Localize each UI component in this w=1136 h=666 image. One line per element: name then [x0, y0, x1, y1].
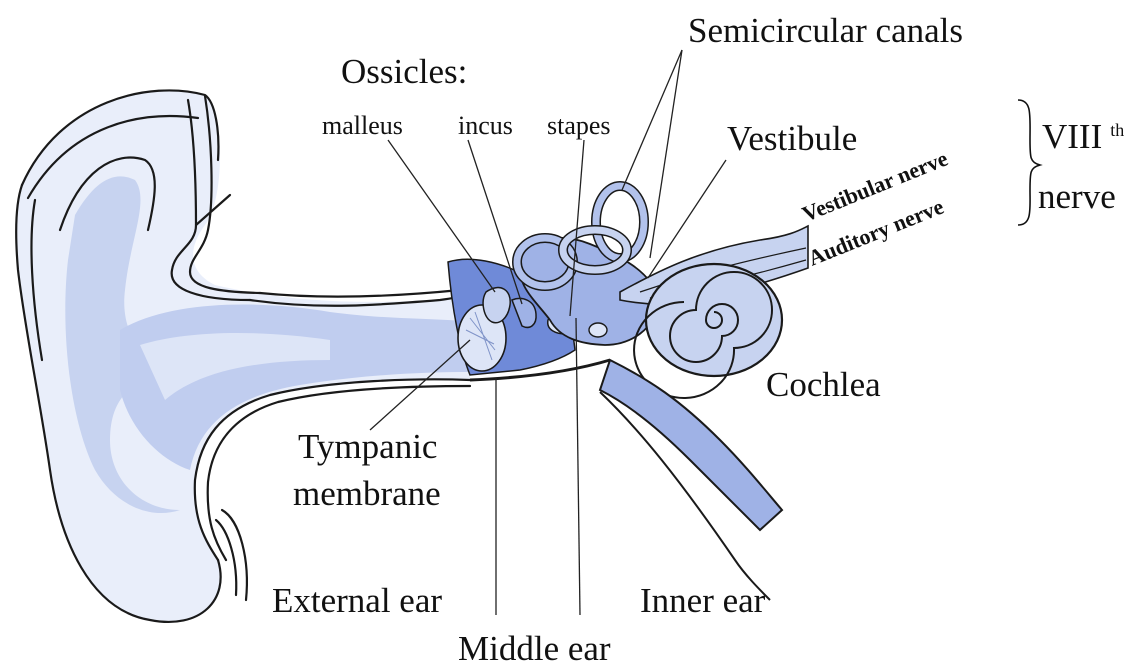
malleus-leader [388, 140, 495, 292]
eustachian-tube-shape [600, 360, 782, 530]
middle-inner-ear-illustration [448, 186, 808, 600]
tympanic-label: Tympanic [298, 427, 437, 466]
external-ear-illustration [16, 90, 470, 621]
cochlea-label: Cochlea [766, 365, 881, 404]
stapes-label: stapes [547, 111, 611, 140]
membrane-label: membrane [293, 474, 441, 513]
external-ear-label: External ear [272, 581, 442, 620]
nerve-brace [1018, 100, 1040, 225]
ossicles-label: Ossicles: [341, 52, 467, 91]
middle-ear-leader-right [576, 318, 580, 615]
malleus-label: malleus [322, 111, 403, 140]
vestibule-label: Vestibule [727, 119, 857, 158]
semicircular-leader-2 [650, 50, 682, 258]
semicircular-canals-label: Semicircular canals [688, 11, 963, 50]
middle-ear-label: Middle ear [458, 629, 611, 666]
incus-label: incus [458, 111, 513, 140]
semicircular-leader-1 [622, 50, 682, 190]
inner-ear-label: Inner ear [640, 581, 766, 620]
nerve-label: nerve [1038, 177, 1116, 216]
